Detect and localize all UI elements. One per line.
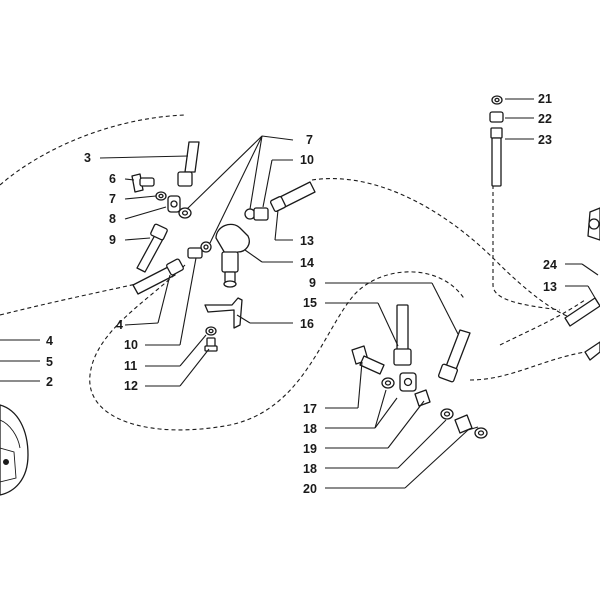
banjo-bolt-6 (131, 173, 155, 193)
callout-10: 10 (124, 338, 138, 352)
routing-lines (0, 114, 586, 431)
callout-17: 17 (303, 402, 317, 416)
callout-18: 18 (303, 462, 317, 476)
banjo-bolt-17 (351, 345, 385, 375)
callout-22: 22 (538, 112, 552, 126)
pipe-4 (132, 258, 184, 295)
callout-6: 6 (109, 172, 116, 186)
callout-labels: 3 6 7 8 9 7 10 13 14 4 10 11 12 16 15 9 … (46, 92, 557, 496)
callout-24: 24 (543, 258, 557, 272)
callout-14: 14 (300, 256, 314, 270)
nut-22 (489, 111, 504, 123)
callout-3: 3 (84, 151, 91, 165)
pipe-15 (393, 304, 412, 366)
callout-2: 2 (46, 375, 53, 389)
callout-19: 19 (303, 442, 317, 456)
hose-3 (177, 141, 200, 187)
callout-21: 21 (538, 92, 552, 106)
washer-7-right (178, 207, 192, 219)
adapter-10-upper (244, 207, 269, 221)
callout-23: 23 (538, 133, 552, 147)
washer-18-lower (440, 408, 454, 420)
callout-15: 15 (303, 296, 317, 310)
washer-11 (205, 326, 217, 336)
callout-7: 7 (306, 133, 313, 147)
callout-9: 9 (309, 276, 316, 290)
leader-lines (0, 98, 599, 489)
unit-housing (0, 404, 29, 496)
callout-5: 5 (46, 355, 53, 369)
adapter-20 (454, 414, 488, 439)
callout-4: 4 (116, 318, 123, 332)
callout-4: 4 (46, 334, 53, 348)
adapter-10-lower (187, 241, 212, 259)
washer-7-upper (155, 191, 167, 201)
callout-20: 20 (303, 482, 317, 496)
hose-9-right (438, 329, 471, 383)
callout-16: 16 (300, 317, 314, 331)
banjo-union-19 (399, 372, 431, 407)
banjo-union-8 (167, 195, 181, 213)
callout-11: 11 (124, 359, 137, 373)
pipe-13-upper (270, 181, 316, 212)
callout-13: 13 (300, 234, 314, 248)
pipe-13-right (564, 297, 600, 361)
callout-7: 7 (109, 192, 116, 206)
bracket-16 (204, 297, 243, 329)
screw-12 (204, 337, 218, 352)
callout-13: 13 (543, 280, 557, 294)
pipe-23 (490, 127, 503, 187)
washer-18-upper (381, 377, 395, 389)
callout-18: 18 (303, 422, 317, 436)
callout-10: 10 (300, 153, 314, 167)
callout-8: 8 (109, 212, 116, 226)
callout-9: 9 (109, 233, 116, 247)
washer-21 (491, 95, 503, 105)
valve-body-14 (215, 223, 250, 288)
fitting-right-edge (587, 207, 600, 241)
callout-12: 12 (124, 379, 138, 393)
hose-9 (136, 223, 168, 273)
